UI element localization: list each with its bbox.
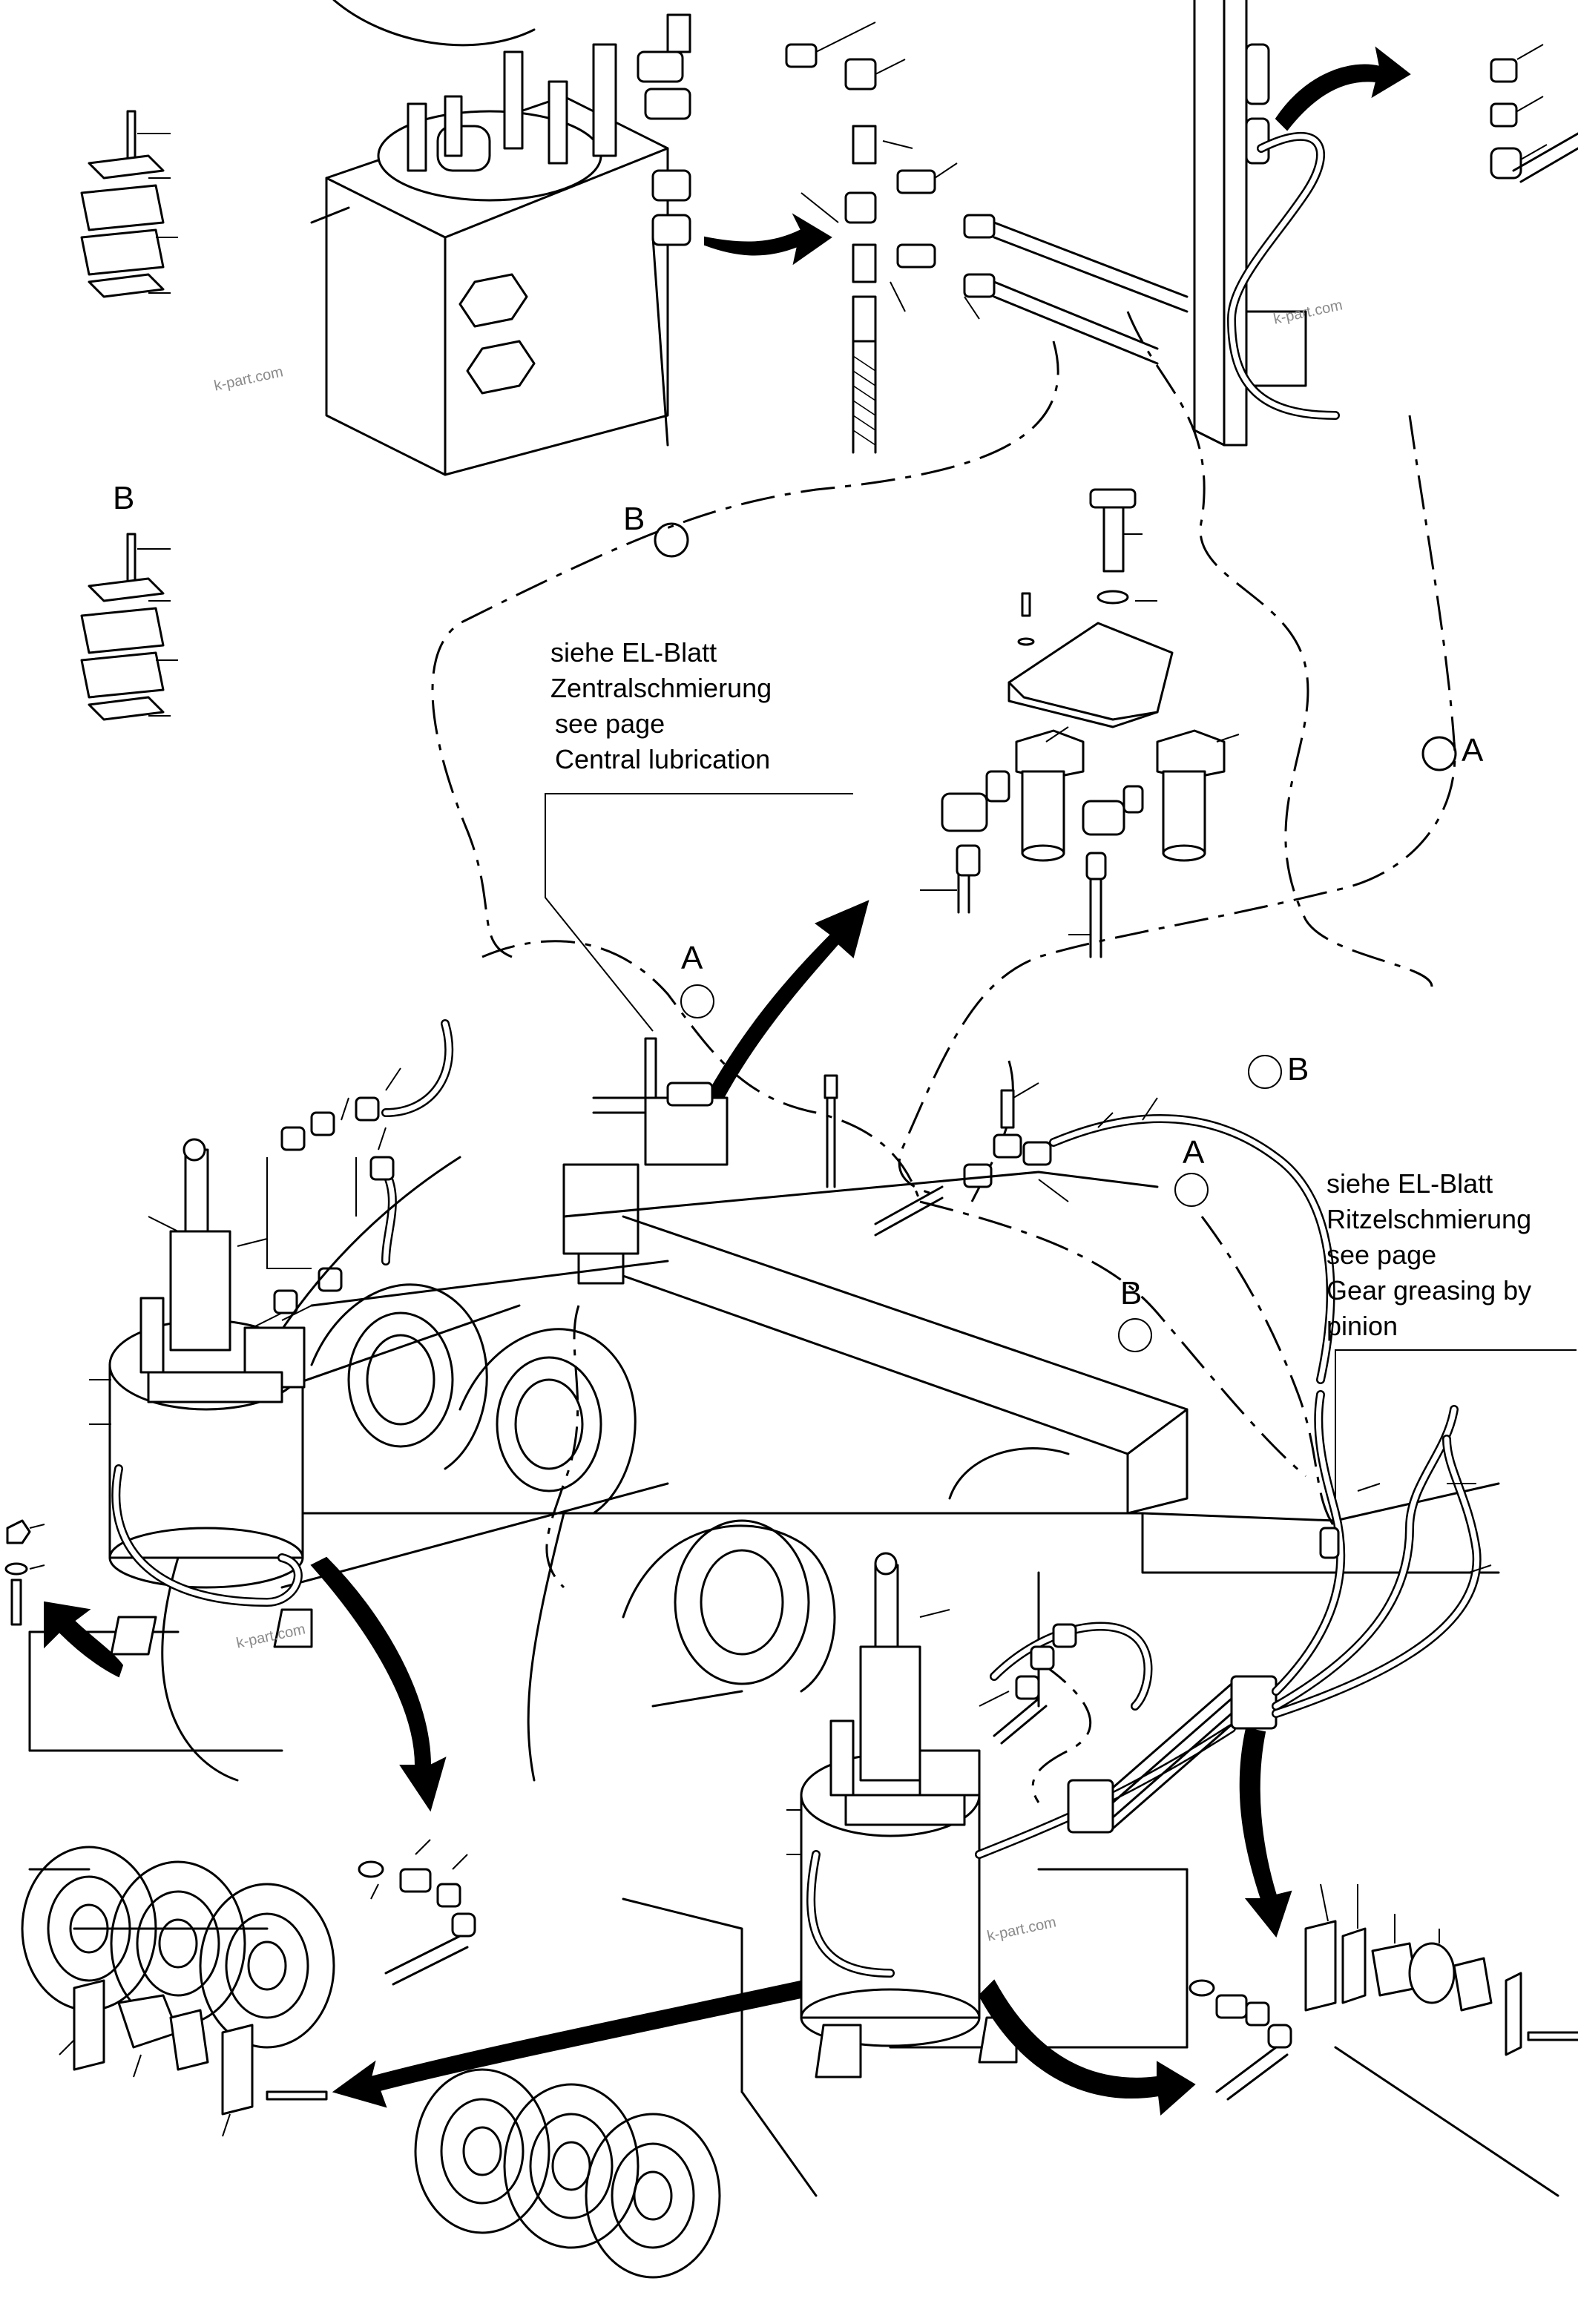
detail-arrow-top	[704, 213, 832, 266]
wheels-lower-center	[414, 2068, 721, 2279]
detail-arrow-filter	[688, 900, 869, 1136]
marker-label-b-lower: B	[1120, 1275, 1143, 1311]
note-central-lubrication-line1: siehe EL-Blatt	[550, 637, 717, 668]
clamp-set-lower-left	[59, 1979, 328, 2137]
note-central-lubrication-line4: Central lubrication	[555, 744, 771, 774]
vertical-member-top-right	[1193, 0, 1411, 447]
note-gear-greasing-line3: see page	[1326, 1240, 1437, 1270]
clamp-set-lower-right	[1304, 1883, 1578, 2056]
fitting-set-left	[4, 1519, 124, 1678]
note-central-lubrication: siehe EL-Blatt Zentralschmierung see pag…	[550, 635, 772, 777]
valve-block-assembly	[310, 0, 691, 476]
marker-label-a-mid: A	[681, 940, 703, 976]
note-gear-greasing-line2: Ritzelschmierung	[1326, 1204, 1532, 1234]
clamp-set-b	[80, 533, 178, 721]
fitting-set-top-right	[1490, 44, 1578, 183]
grease-pump-left	[89, 1138, 313, 1656]
pump-hoses-left	[252, 1019, 454, 1329]
note-gear-greasing-line1: siehe EL-Blatt	[1326, 1168, 1493, 1199]
pivot-arm-lower	[622, 1519, 836, 1693]
note-central-lubrication-line2: Zentralschmierung	[550, 673, 772, 703]
marker-circles	[654, 522, 1457, 1352]
routing-lines	[431, 311, 1456, 1803]
fitting-set-lower-right	[1189, 1979, 1292, 2101]
note-leaders	[545, 793, 1577, 1543]
hose-manifold-right	[1067, 1390, 1492, 1834]
central-valve-unit	[562, 1037, 729, 1285]
clamp-set-top-left	[80, 110, 178, 298]
marker-label-b-mid-right: B	[1287, 1051, 1309, 1087]
pivot-arms-upper	[310, 1283, 1070, 1515]
fitting-chain-top	[785, 22, 1189, 454]
marker-label-a-lower: A	[1183, 1134, 1205, 1171]
marker-label-a-right: A	[1462, 732, 1484, 768]
note-gear-greasing: siehe EL-Blatt Ritzelschmierung see page…	[1326, 1166, 1531, 1344]
detail-arrow-left-pump	[310, 1556, 447, 1812]
note-gear-greasing-line4: Gear greasing by	[1326, 1275, 1532, 1306]
fitting-set-lower-middle	[358, 1839, 476, 1986]
filter-assembly	[920, 488, 1240, 958]
marker-label-b-upper: B	[623, 501, 645, 537]
grease-pump-right	[786, 1552, 1018, 2078]
detail-arrow-manifold	[1239, 1727, 1292, 1938]
detail-arrow-lower-right	[978, 1979, 1196, 2116]
note-gear-greasing-line5: pinion	[1326, 1311, 1398, 1341]
detail-arrow-lower-left	[332, 1972, 847, 2108]
note-central-lubrication-line3: see page	[555, 708, 665, 739]
mid-hose-chain	[823, 1074, 1335, 1384]
marker-label-b-top-left: B	[113, 480, 135, 516]
